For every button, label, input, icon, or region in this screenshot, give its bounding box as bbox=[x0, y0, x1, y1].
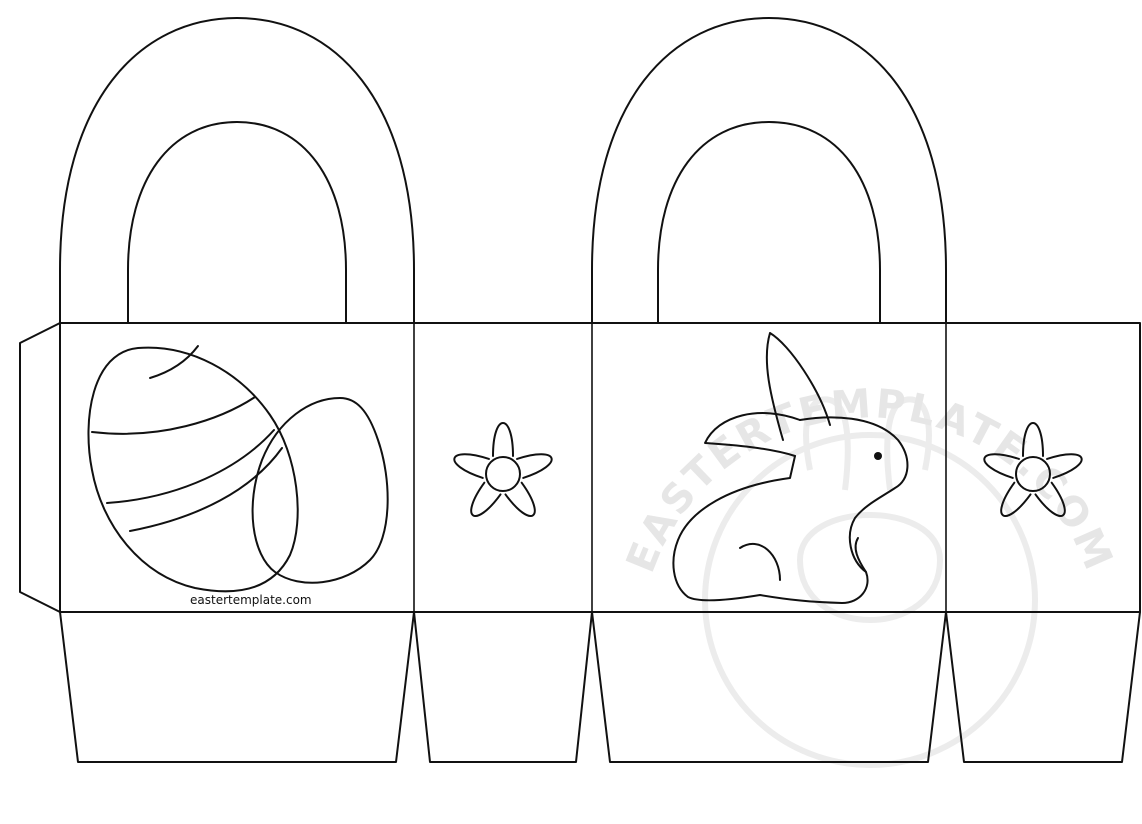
watermark-text: EASTERTEMPLATE.COM bbox=[618, 381, 1122, 579]
flower-icon bbox=[983, 422, 1083, 517]
handle-right bbox=[591, 17, 947, 324]
watermark-bunny bbox=[796, 396, 944, 623]
glue-tab bbox=[19, 322, 61, 613]
handle-right-inner bbox=[657, 121, 881, 324]
credit-text: eastertemplate.com bbox=[190, 593, 312, 607]
handle-left-outer bbox=[59, 17, 415, 324]
small-egg-icon bbox=[251, 397, 389, 584]
bunny-panel bbox=[672, 332, 909, 604]
bottom-flap-1 bbox=[59, 611, 415, 763]
bunny-icon bbox=[672, 332, 909, 604]
flower-panel-left bbox=[453, 422, 553, 517]
big-egg-icon bbox=[87, 345, 299, 593]
handle-left-inner bbox=[127, 121, 347, 324]
egg-panel: eastertemplate.com bbox=[87, 345, 389, 607]
handle-left bbox=[59, 17, 415, 324]
bunny-eye bbox=[874, 452, 882, 460]
bottom-flaps bbox=[59, 611, 1141, 763]
flower-panel-right bbox=[983, 422, 1083, 517]
bottom-flap-2 bbox=[413, 611, 593, 763]
side-strip bbox=[59, 322, 1141, 613]
bottom-flap-4 bbox=[945, 611, 1141, 763]
flower-icon bbox=[453, 422, 553, 517]
watermark: EASTERTEMPLATE.COM bbox=[618, 381, 1122, 768]
handle-right-outer bbox=[591, 17, 947, 324]
bottom-flap-3 bbox=[591, 611, 947, 763]
